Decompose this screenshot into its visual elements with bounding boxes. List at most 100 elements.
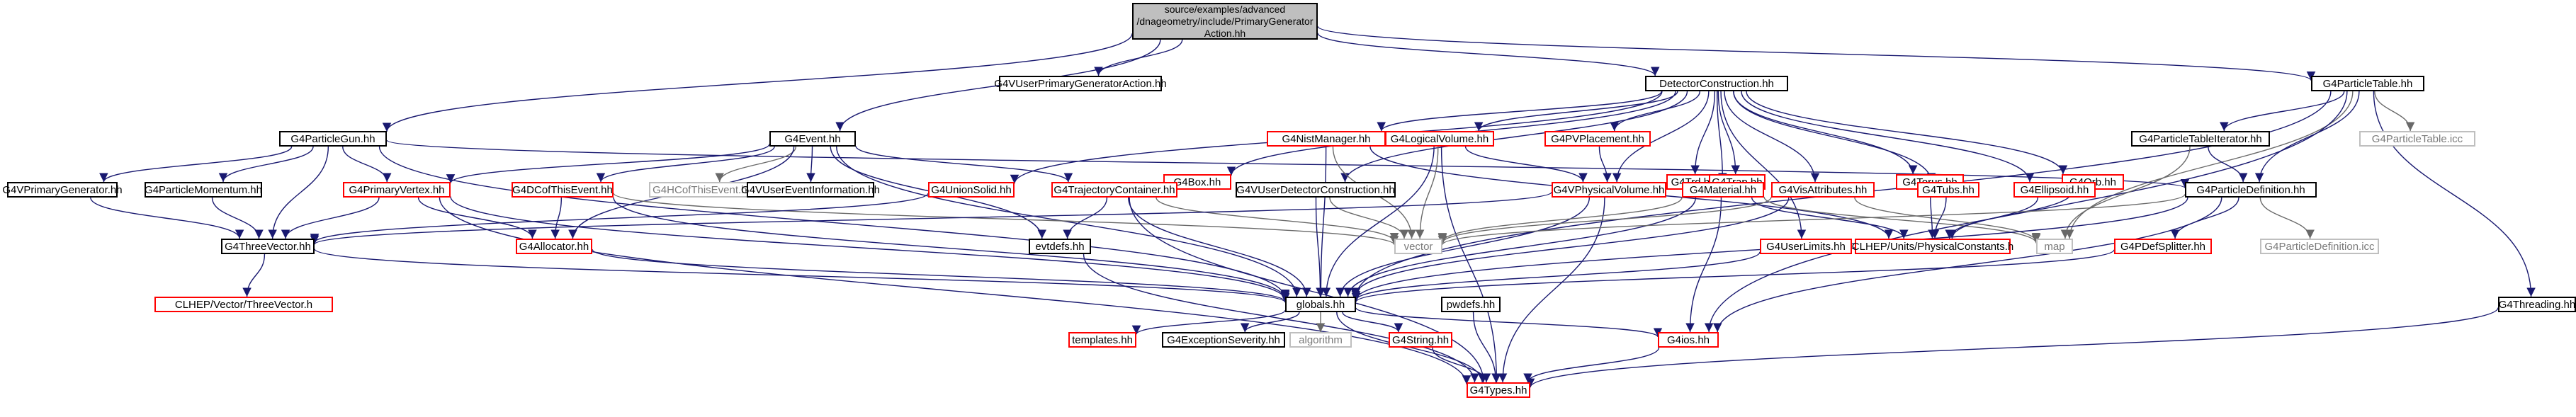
edge-globals-to-g4string bbox=[1342, 312, 1403, 333]
node-dc[interactable]: DetectorConstruction.hh bbox=[1645, 76, 1788, 91]
node-vuei[interactable]: G4VUserEventInformation.hh bbox=[741, 182, 880, 198]
edge-pgun-to-vpg bbox=[99, 146, 293, 183]
edge-root-to-pgun bbox=[382, 33, 1133, 132]
node-vpg[interactable]: G4VPrimaryGenerator.hh bbox=[2, 182, 123, 198]
node-globals[interactable]: globals.hh bbox=[1285, 297, 1356, 312]
node-lv[interactable]: G4LogicalVolume.hh bbox=[1385, 131, 1494, 147]
node-label: CLHEP/Units/PhysicalConstants.h bbox=[1851, 240, 2014, 253]
node-ptab[interactable]: G4ParticleTable.hh bbox=[2311, 76, 2424, 91]
node-pdef[interactable]: G4ParticleDefinition.hh bbox=[2185, 182, 2317, 198]
node-root[interactable]: source/examples/advanced /dnageometry/in… bbox=[1132, 3, 1318, 40]
node-map[interactable]: map bbox=[2036, 239, 2073, 254]
edge-pgun-to-pmom bbox=[218, 146, 314, 183]
node-event[interactable]: G4Event.hh bbox=[769, 131, 856, 147]
edge-event-to-tcont bbox=[855, 146, 1073, 183]
node-label: G4ParticleGun.hh bbox=[290, 132, 375, 145]
node-pmom[interactable]: G4ParticleMomentum.hh bbox=[145, 182, 262, 198]
edge-event-to-vuei bbox=[806, 146, 815, 183]
node-label: G4ParticleTableIterator.hh bbox=[2139, 132, 2262, 145]
edge-ptab-to-thread bbox=[2373, 91, 2536, 297]
edge-pgun-to-pvert bbox=[342, 146, 392, 183]
node-hcoll[interactable]: G4HCofThisEvent.hh bbox=[649, 182, 757, 198]
node-g4ios[interactable]: G4ios.hh bbox=[1658, 332, 1719, 348]
node-vudc[interactable]: G4VUserDetectorConstruction.hh bbox=[1236, 182, 1396, 198]
edge-globals-to-excsev bbox=[1240, 312, 1300, 333]
node-label: G4Box.hh bbox=[1173, 176, 1221, 188]
edge-pmom-to-tvec bbox=[211, 197, 264, 239]
edge-pdef-to-g4ios bbox=[1712, 197, 2222, 333]
node-label: G4VUserDetectorConstruction.hh bbox=[1236, 183, 1395, 196]
node-pgun[interactable]: G4ParticleGun.hh bbox=[279, 131, 387, 147]
node-label: evtdefs.hh bbox=[1035, 240, 1085, 253]
edge-pwdefs-to-types bbox=[1472, 312, 1501, 383]
node-tubs[interactable]: G4Tubs.hh bbox=[1917, 182, 1979, 198]
node-ptabicc[interactable]: G4ParticleTable.icc bbox=[2359, 131, 2475, 147]
node-tvec[interactable]: G4ThreeVector.hh bbox=[221, 239, 315, 254]
node-label: G4ParticleDefinition.icc bbox=[2264, 240, 2375, 253]
node-label: G4LogicalVolume.hh bbox=[1390, 132, 1489, 145]
node-nist[interactable]: G4NistManager.hh bbox=[1267, 131, 1386, 147]
node-pdefsplit[interactable]: G4PDefSplitter.hh bbox=[2114, 239, 2212, 254]
node-visatt[interactable]: G4VisAttributes.hh bbox=[1771, 182, 1875, 198]
edge-pdef-to-vector bbox=[1438, 193, 2186, 246]
edge-globals-to-templates bbox=[1131, 309, 1286, 335]
edge-mat-to-g4ios bbox=[1685, 197, 1722, 333]
edge-pvert-to-types bbox=[439, 197, 1471, 384]
node-label: G4UnionSolid.hh bbox=[931, 183, 1012, 196]
node-label: algorithm bbox=[1299, 333, 1343, 346]
node-algorithm[interactable]: algorithm bbox=[1289, 332, 1352, 348]
node-thread[interactable]: G4Threading.hh bbox=[2498, 297, 2576, 312]
node-ulim[interactable]: G4UserLimits.hh bbox=[1760, 239, 1852, 254]
node-pwdefs[interactable]: pwdefs.hh bbox=[1441, 297, 1501, 312]
edge-vudc-to-vector bbox=[1329, 197, 1409, 239]
node-label: G4PVPlacement.hh bbox=[1551, 132, 1644, 145]
node-uprim[interactable]: G4VUserPrimaryGeneratorAction.hh bbox=[994, 76, 1167, 91]
node-clhepunits[interactable]: CLHEP/Units/PhysicalConstants.h bbox=[1851, 239, 2014, 254]
node-label: G4PDefSplitter.hh bbox=[2120, 240, 2206, 253]
node-pdicc[interactable]: G4ParticleDefinition.icc bbox=[2260, 239, 2379, 254]
edge-lv-to-vector bbox=[1415, 146, 1439, 239]
node-evtdefs[interactable]: evtdefs.hh bbox=[1029, 239, 1091, 254]
edge-ptab-to-pdef bbox=[2254, 91, 2360, 183]
node-templates[interactable]: templates.hh bbox=[1068, 332, 1136, 348]
node-ellip[interactable]: G4Ellipsoid.hh bbox=[2013, 182, 2096, 198]
edge-dc-to-trd bbox=[1690, 91, 1716, 175]
node-label: G4PrimaryVertex.hh bbox=[349, 183, 445, 196]
edge-dc-to-vpv bbox=[1612, 91, 1710, 183]
node-label: G4ExceptionSeverity.hh bbox=[1167, 333, 1280, 346]
node-ptit[interactable]: G4ParticleTableIterator.hh bbox=[2131, 131, 2270, 147]
node-label: G4Event.hh bbox=[784, 132, 841, 145]
node-clhepvec[interactable]: CLHEP/Vector/ThreeVector.h bbox=[154, 297, 333, 312]
edge-mat-to-globals bbox=[1343, 197, 1697, 297]
edge-tvec-to-clhepvec bbox=[242, 253, 266, 297]
node-label: G4DCofThisEvent.hh bbox=[512, 183, 613, 196]
node-pvp[interactable]: G4PVPlacement.hh bbox=[1544, 131, 1651, 147]
edge-dc-to-nist bbox=[1377, 91, 1662, 132]
node-excsev[interactable]: G4ExceptionSeverity.hh bbox=[1162, 332, 1285, 348]
node-label: G4NistManager.hh bbox=[1282, 132, 1371, 145]
node-label: G4Threading.hh bbox=[2498, 298, 2576, 311]
node-tcont[interactable]: G4TrajectoryContainer.hh bbox=[1051, 182, 1177, 198]
node-label: G4UserLimits.hh bbox=[1766, 240, 1846, 253]
node-types[interactable]: G4Types.hh bbox=[1467, 382, 1530, 398]
edge-vpg-to-tvec bbox=[90, 197, 244, 239]
edge-root-to-ptab bbox=[1317, 25, 2315, 81]
node-vpv[interactable]: G4VPhysicalVolume.hh bbox=[1552, 182, 1666, 198]
node-label: CLHEP/Vector/ThreeVector.h bbox=[174, 298, 313, 311]
edge-dc-to-trap bbox=[1717, 91, 1741, 175]
node-box[interactable]: G4Box.hh bbox=[1163, 174, 1231, 190]
edge-tcont-to-globals bbox=[1128, 197, 1311, 297]
edge-lv-to-vpv bbox=[1464, 146, 1588, 183]
edge-pdef-to-pdicc bbox=[2259, 197, 2315, 239]
edge-union-to-tvec bbox=[310, 193, 929, 244]
node-label: G4ios.hh bbox=[1666, 333, 1710, 346]
node-dcoll[interactable]: G4DCofThisEvent.hh bbox=[512, 182, 614, 198]
node-pvert[interactable]: G4PrimaryVertex.hh bbox=[343, 182, 451, 198]
node-alloc[interactable]: G4Allocator.hh bbox=[516, 239, 592, 254]
node-g4string[interactable]: G4String.hh bbox=[1389, 332, 1452, 348]
node-vector[interactable]: vector bbox=[1394, 239, 1442, 254]
node-union[interactable]: G4UnionSolid.hh bbox=[928, 182, 1015, 198]
node-mat[interactable]: G4Material.hh bbox=[1682, 182, 1764, 198]
